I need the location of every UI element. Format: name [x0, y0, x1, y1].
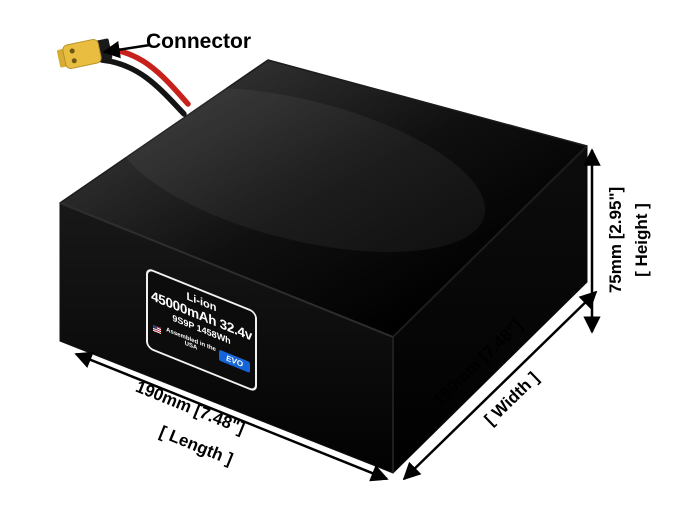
usa-flag-icon — [153, 325, 161, 335]
height-dimension-value: 75mm [2.95"] — [606, 186, 625, 294]
connector-callout-label: Connector — [146, 30, 251, 53]
connector-pin-2 — [71, 58, 77, 64]
width-dimension-arrow — [402, 290, 598, 481]
connector-pin-1 — [69, 48, 75, 54]
black-wire — [99, 57, 187, 117]
connector-body — [62, 38, 102, 70]
connector-pointer-arrow — [102, 40, 151, 59]
front-top-edge — [59, 202, 394, 338]
dimension-arrows — [74, 40, 601, 482]
height-dimension-label: [ Height ] — [632, 203, 651, 277]
xt90-connector-icon — [57, 38, 113, 70]
length-dimension-arrow — [74, 351, 389, 482]
gloss-highlight — [114, 87, 486, 253]
